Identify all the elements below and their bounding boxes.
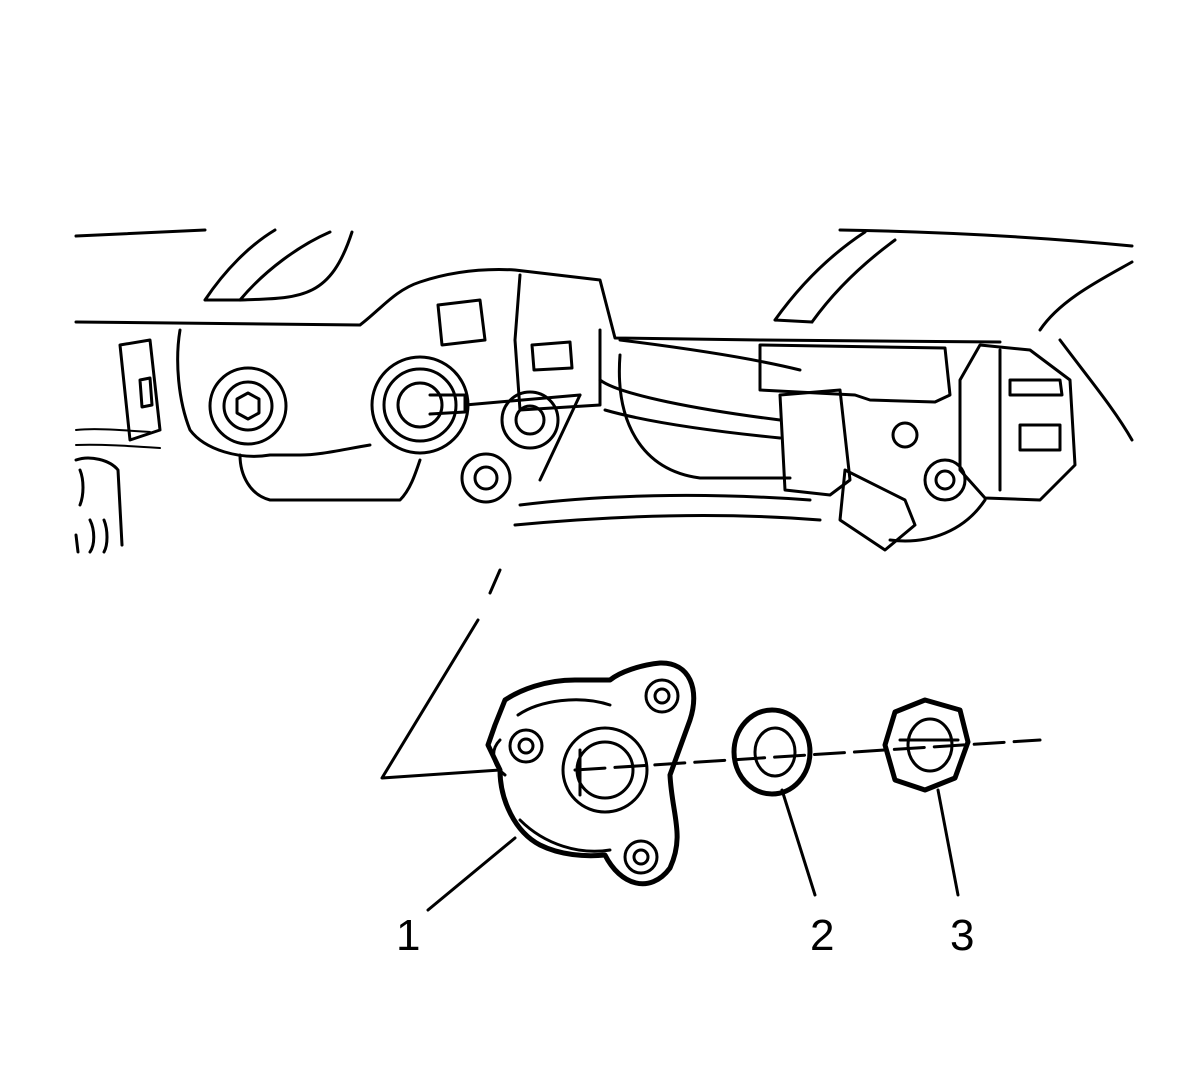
callout-2: 2 xyxy=(810,911,834,960)
callout-leaders xyxy=(426,788,960,912)
washer xyxy=(731,707,813,797)
leader-lines xyxy=(380,393,1042,780)
vehicle-underbody xyxy=(74,228,1134,554)
hub-nut xyxy=(882,697,971,793)
callout-1: 1 xyxy=(396,911,420,960)
wheel-hub-bearing xyxy=(485,660,697,887)
callout-3: 3 xyxy=(950,911,974,960)
